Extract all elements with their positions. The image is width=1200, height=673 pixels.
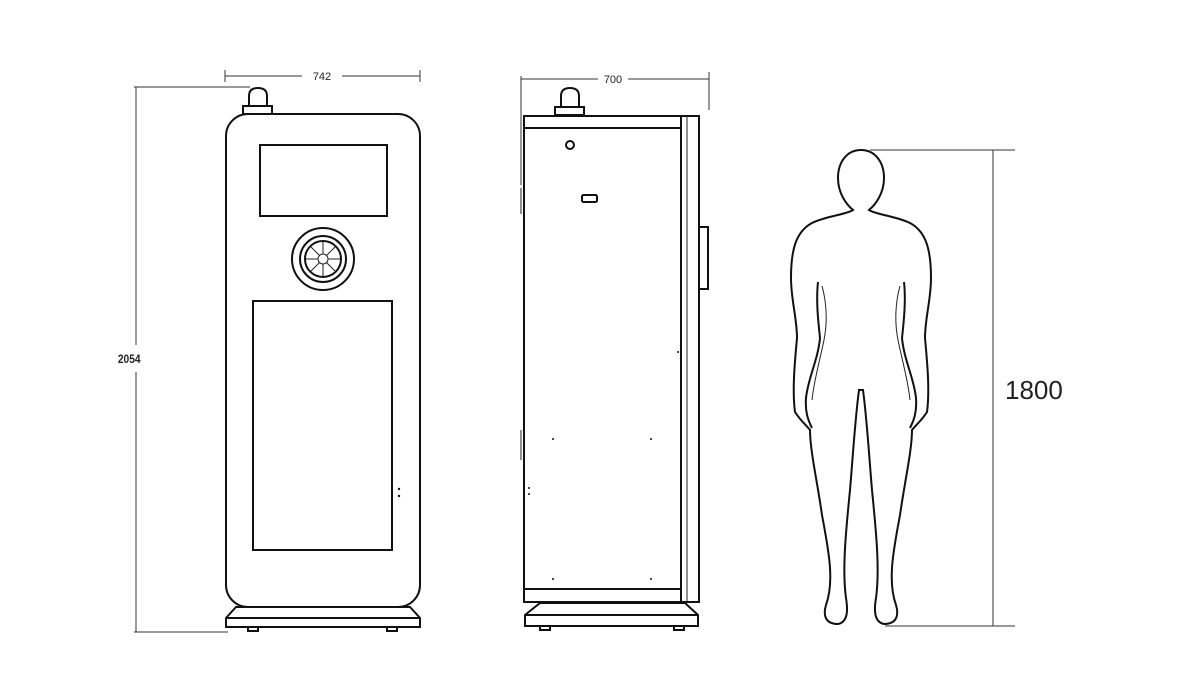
main-display xyxy=(252,300,393,551)
kiosk-side-body xyxy=(520,115,709,603)
front-width-dimension: 742 xyxy=(224,70,421,83)
kiosk-front-base xyxy=(225,606,421,632)
human-height-dimension: 1800 xyxy=(870,149,1063,627)
front-height-dimension: 2054 xyxy=(118,86,250,633)
side-depth-label: 700 xyxy=(604,74,622,86)
side-depth-dimension: 700 xyxy=(520,72,710,185)
circular-scanner xyxy=(291,227,355,291)
top-display xyxy=(259,144,388,217)
side-dots xyxy=(397,487,401,498)
front-width-label: 742 xyxy=(313,71,331,83)
kiosk-side-base xyxy=(524,602,699,631)
human-figure xyxy=(789,148,933,626)
beacon-light-front xyxy=(242,86,273,115)
beacon-light-side xyxy=(554,86,585,116)
side-view: 700 xyxy=(520,72,710,631)
front-height-label: 2054 xyxy=(118,353,141,366)
front-view: 742 2054 xyxy=(118,70,421,633)
human-height-label: 1800 xyxy=(1005,375,1063,405)
kiosk-front-body xyxy=(225,113,421,608)
